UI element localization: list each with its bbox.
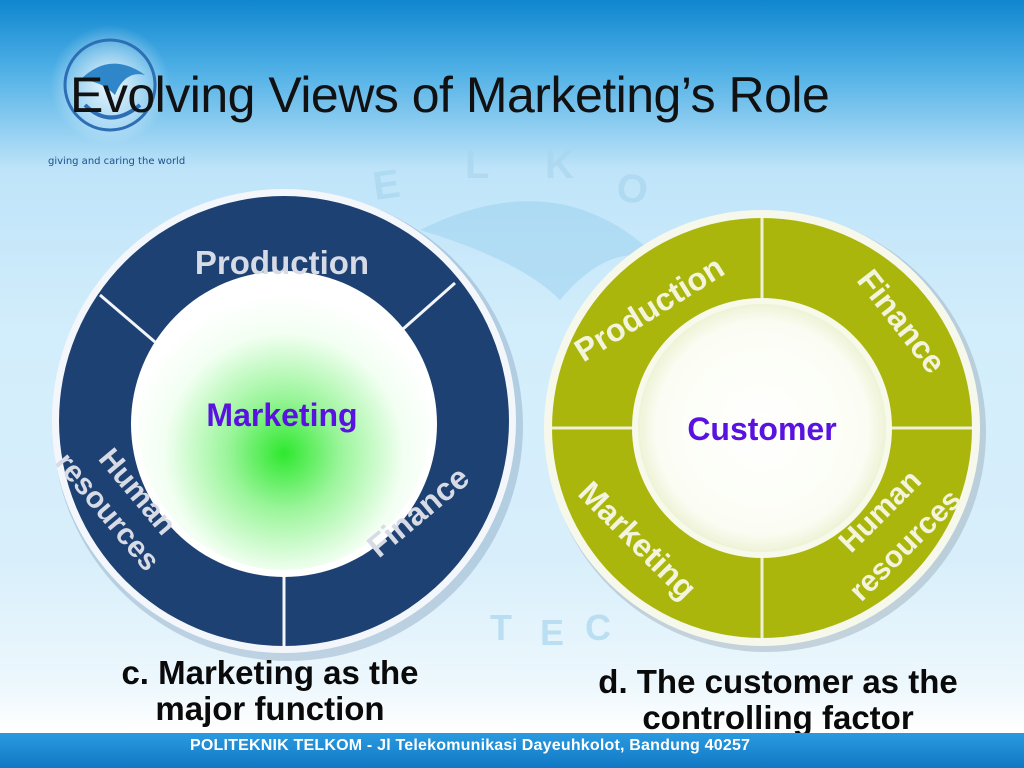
logo-tagline: giving and caring the world [48, 156, 186, 167]
diagram-d-caption-line1: d. The customer as the [598, 663, 958, 700]
svg-text:T: T [490, 607, 512, 648]
diagram-d-center-label: Customer [687, 411, 836, 447]
slide-title: Evolving Views of Marketing’s Role [70, 67, 830, 123]
footer-address: POLITEKNIK TELKOM - Jl Telekomunikasi Da… [190, 737, 751, 754]
diagram-c-caption: c. Marketing as the major function [60, 655, 480, 727]
diagram-c-caption-line2: major function [155, 690, 385, 727]
svg-text:E: E [370, 162, 403, 209]
diagram-c-center [138, 278, 430, 570]
diagram-d-center [638, 304, 886, 552]
svg-text:C: C [585, 607, 611, 648]
svg-text:K: K [545, 143, 574, 187]
svg-text:L: L [465, 143, 489, 187]
diagram-c-divider [99, 293, 156, 344]
footer-bar [0, 733, 1024, 768]
diagram-c-center-label: Marketing [206, 397, 357, 433]
diagram-d-caption-line2: controlling factor [642, 699, 914, 736]
diagram-c-caption-line1: c. Marketing as the [121, 654, 419, 691]
svg-text:O: O [614, 165, 651, 213]
diagram-c-segment-production: Production [195, 244, 369, 281]
svg-text:E: E [540, 612, 564, 653]
institution-logo [50, 25, 170, 145]
diagram-d-caption: d. The customer as the controlling facto… [548, 664, 1008, 736]
